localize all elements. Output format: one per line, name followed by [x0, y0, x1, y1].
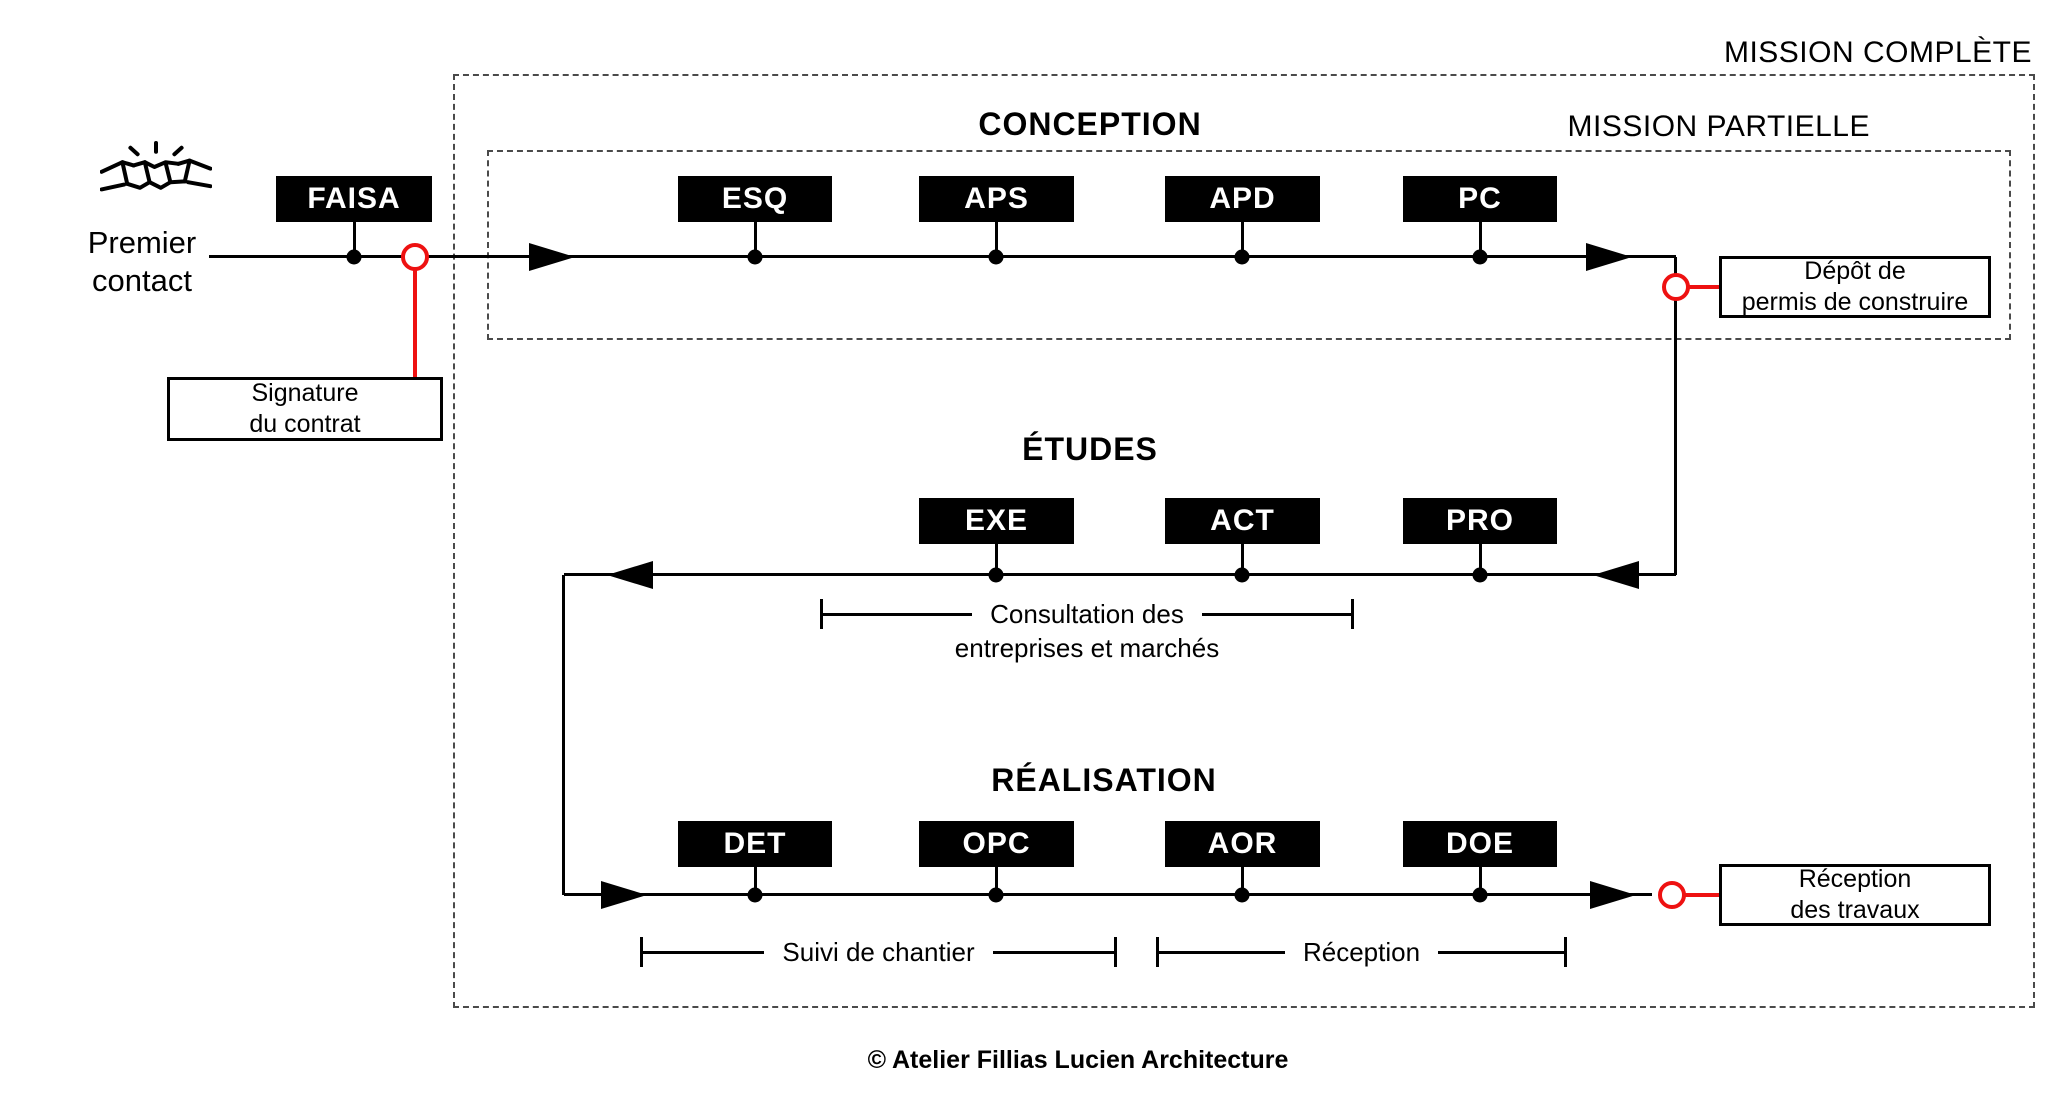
milestone-link-signature — [413, 269, 417, 377]
flow-dot — [1234, 249, 1250, 265]
copyright-label: © Atelier Fillias Lucien Architecture — [867, 1046, 1289, 1074]
phase-box-act: ACT — [1165, 498, 1320, 544]
flow-dot — [988, 567, 1004, 583]
milestone-text: permis de construire — [1741, 288, 1969, 316]
flow-dot — [747, 887, 763, 903]
section-title-conception: CONCEPTION — [978, 106, 1202, 142]
mission-complete-label: MISSION COMPLÈTE — [1723, 36, 2032, 69]
flow-arrow-right-icon — [1586, 243, 1632, 271]
phase-box-opc: OPC — [919, 821, 1074, 867]
bracket-line — [823, 612, 973, 616]
connector-tick — [1479, 220, 1482, 257]
bracket-line — [643, 950, 765, 954]
phase-box-esq: ESQ — [678, 176, 832, 222]
premier-contact-line2: contact — [92, 263, 192, 298]
bracket-reception: Réception — [1156, 933, 1568, 971]
mission-partielle-boundary — [487, 150, 2011, 340]
connector-tick — [1241, 220, 1244, 257]
flow-arrow-right-icon — [1590, 881, 1636, 909]
bracket-tick — [1114, 937, 1118, 967]
milestone-text: des travaux — [1790, 896, 1920, 924]
milestone-circle-signature — [401, 243, 429, 271]
milestone-link-reception — [1684, 893, 1719, 897]
flow-dot — [747, 249, 763, 265]
bracket-label-line2: entreprises et marchés — [954, 633, 1220, 663]
bracket-label-line1: Consultation des — [990, 599, 1184, 629]
mission-partielle-label: MISSION PARTIELLE — [1567, 110, 1870, 143]
connector-tick — [995, 866, 998, 895]
etudes-flow-line — [564, 573, 1676, 576]
connector-tick — [1479, 866, 1482, 895]
flow-dot — [1472, 249, 1488, 265]
phase-box-pc: PC — [1403, 176, 1557, 222]
bracket-tick — [640, 937, 643, 967]
conception-flow-line — [209, 255, 1676, 258]
connector-tick — [1241, 866, 1244, 895]
flow-arrow-right-icon — [529, 243, 575, 271]
bracket-tick — [820, 599, 823, 629]
bracket-label-line1: Suivi de chantier — [782, 937, 975, 967]
bracket-suivi-de-chantier: Suivi de chantier — [640, 933, 1118, 971]
milestone-text: Réception — [1798, 864, 1912, 893]
connector-tick — [995, 542, 998, 575]
flow-dot — [1472, 887, 1488, 903]
flow-dot — [346, 249, 362, 265]
depot-drop-line — [1674, 257, 1677, 575]
flow-arrow-left-icon — [1593, 561, 1639, 589]
connector-tick — [353, 220, 356, 257]
milestone-circle-reception — [1658, 881, 1686, 909]
flow-arrow-right-icon — [601, 881, 647, 909]
connector-tick — [1241, 542, 1244, 575]
left-return-line — [562, 575, 565, 895]
milestone-box-reception: Réception des travaux — [1719, 864, 1991, 926]
bracket-label: Consultation des entreprises et marchés — [955, 595, 1219, 663]
phase-box-aps: APS — [919, 176, 1074, 222]
flow-dot — [1234, 567, 1250, 583]
flow-dot — [1472, 567, 1488, 583]
milestone-link-depot — [1688, 285, 1719, 289]
phase-box-exe: EXE — [919, 498, 1074, 544]
bracket-tick — [1351, 599, 1354, 629]
premier-contact-label: Premier contact — [58, 224, 226, 300]
flow-dot — [988, 249, 1004, 265]
phase-box-det: DET — [678, 821, 832, 867]
connector-tick — [995, 220, 998, 257]
phase-box-aor: AOR — [1165, 821, 1320, 867]
milestone-box-depot: Dépôt de permis de construire — [1719, 256, 1991, 318]
mission-complete-boundary — [453, 74, 2035, 1008]
bracket-line — [992, 950, 1115, 954]
handshake-icon — [100, 141, 212, 192]
bracket-line — [1438, 950, 1565, 954]
bracket-label: Réception — [1285, 933, 1438, 971]
milestone-text: Dépôt de — [1804, 256, 1906, 285]
bracket-label-line1: Réception — [1302, 937, 1421, 967]
realisation-flow-line — [564, 893, 1652, 896]
phase-box-faisa: FAISA — [276, 176, 432, 222]
milestone-circle-depot — [1662, 273, 1690, 301]
phase-box-pro: PRO — [1403, 498, 1557, 544]
connector-tick — [1479, 542, 1482, 575]
flow-dot — [1234, 887, 1250, 903]
bracket-label: Suivi de chantier — [764, 933, 992, 971]
bracket-tick — [1156, 937, 1159, 967]
milestone-text: Signature — [251, 378, 359, 407]
bracket-line — [1201, 612, 1351, 616]
flow-arrow-left-icon — [607, 561, 653, 589]
connector-tick — [754, 220, 757, 257]
premier-contact-line1: Premier — [87, 225, 197, 260]
section-title-etudes: ÉTUDES — [1022, 431, 1158, 467]
milestone-box-signature: Signature du contrat — [167, 377, 443, 441]
connector-tick — [754, 866, 757, 895]
bracket-line — [1159, 950, 1285, 954]
flow-dot — [988, 887, 1004, 903]
bracket-consultation: Consultation des entreprises et marchés — [820, 595, 1354, 663]
milestone-text: du contrat — [249, 410, 361, 438]
section-title-realisation: RÉALISATION — [991, 762, 1217, 798]
bracket-tick — [1564, 937, 1568, 967]
phase-box-doe: DOE — [1403, 821, 1557, 867]
phase-box-apd: APD — [1165, 176, 1320, 222]
